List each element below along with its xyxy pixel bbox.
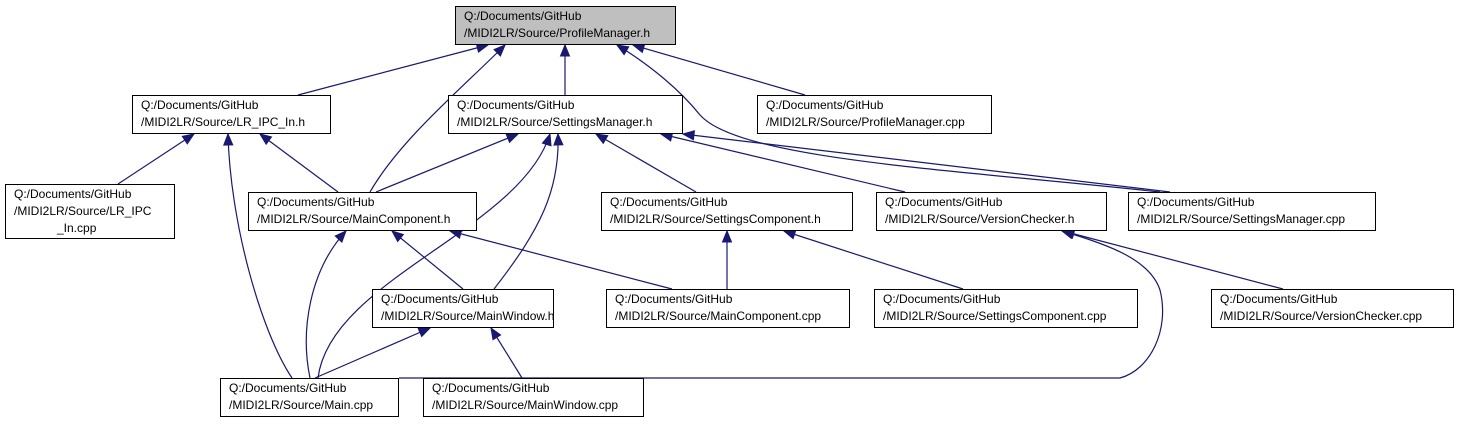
node-line: /MIDI2LR/Source/ProfileManager.cpp [766, 115, 965, 129]
dependency-edge [682, 133, 1171, 193]
dependency-edge [317, 133, 551, 379]
dependency-edge [314, 327, 431, 379]
node-maincomponent-h[interactable]: Q:/Documents/GitHub /MIDI2LR/Source/Main… [248, 192, 477, 231]
node-line: /MIDI2LR/Source/SettingsManager.h [457, 115, 653, 129]
dependency-edge [369, 44, 506, 193]
arrowhead-icon [490, 326, 502, 341]
node-line: Q:/Documents/GitHub [457, 98, 575, 112]
arrowhead-icon [721, 229, 733, 243]
node-line: Q:/Documents/GitHub [229, 381, 347, 395]
node-line: /MIDI2LR/Source/ProfileManager.h [464, 26, 651, 40]
dependency-edge [117, 133, 195, 185]
node-line: /MIDI2LR/Source/SettingsComponent.h [610, 212, 821, 226]
arrowhead-icon [681, 130, 696, 141]
node-line: /MIDI2LR/Source/VersionChecker.cpp [1220, 309, 1423, 323]
node-line: Q:/Documents/GitHub [14, 187, 132, 201]
node-line: Q:/Documents/GitHub [464, 9, 582, 23]
arrowhead-icon [615, 44, 630, 56]
arrowhead-icon [258, 133, 273, 146]
dependency-edge [616, 44, 1161, 193]
node-line: /MIDI2LR/Source/MainWindow.cpp [432, 398, 619, 412]
node-main-cpp[interactable]: Q:/Documents/GitHub /MIDI2LR/Source/Main… [220, 378, 399, 417]
node-line: Q:/Documents/GitHub [257, 195, 375, 209]
node-line: /MIDI2LR/Source/VersionChecker.h [885, 212, 1075, 226]
node-line: Q:/Documents/GitHub [1137, 195, 1255, 209]
node-lr-ipc-in-cpp[interactable]: Q:/Documents/GitHub /MIDI2LR/Source/LR_I… [5, 184, 175, 239]
node-versionchecker-h[interactable]: Q:/Documents/GitHub /MIDI2LR/Source/Vers… [876, 192, 1107, 231]
node-profilemanager-cpp[interactable]: Q:/Documents/GitHub /MIDI2LR/Source/Prof… [757, 95, 992, 134]
arrowhead-icon [631, 43, 646, 54]
arrowhead-icon [553, 132, 564, 146]
node-line: Q:/Documents/GitHub [883, 292, 1001, 306]
dependency-edge [399, 230, 1164, 379]
arrowhead-icon [390, 230, 405, 243]
node-settingsmanager-cpp[interactable]: Q:/Documents/GitHub /MIDI2LR/Source/Sett… [1128, 192, 1376, 231]
node-mainwindow-h[interactable]: Q:/Documents/GitHub /MIDI2LR/Source/Main… [372, 289, 554, 328]
node-line: /MIDI2LR/Source/MainComponent.h [257, 212, 451, 226]
arrowhead-icon [559, 43, 571, 57]
node-mainwindow-cpp[interactable]: Q:/Documents/GitHub /MIDI2LR/Source/Main… [423, 378, 644, 417]
node-line: /MIDI2LR/Source/MainComponent.cpp [615, 309, 822, 323]
node-line: /MIDI2LR/Source/MainWindow.h [381, 309, 555, 323]
node-line: /MIDI2LR/Source/LR_IPC [14, 204, 152, 218]
node-line: Q:/Documents/GitHub [615, 292, 733, 306]
node-versionchecker-cpp[interactable]: Q:/Documents/GitHub /MIDI2LR/Source/Vers… [1211, 289, 1454, 328]
arrowhead-icon [334, 230, 347, 244]
arrowhead-icon [223, 132, 234, 146]
dependency-edge [391, 230, 464, 290]
node-profilemanager-h: Q:/Documents/GitHub /MIDI2LR/Source/Prof… [455, 6, 676, 45]
dependency-edge [259, 133, 339, 193]
node-line: /MIDI2LR/Source/SettingsManager.cpp [1137, 212, 1346, 226]
dependency-edge [632, 44, 806, 96]
arrowhead-icon [493, 44, 506, 57]
node-settingscomponent-h[interactable]: Q:/Documents/GitHub /MIDI2LR/Source/Sett… [601, 192, 853, 231]
node-line: /MIDI2LR/Source/LR_IPC_In.h [141, 115, 306, 129]
node-line: Q:/Documents/GitHub [885, 195, 1003, 209]
node-settingscomponent-cpp[interactable]: Q:/Documents/GitHub /MIDI2LR/Source/Sett… [874, 289, 1138, 328]
dependency-edge [660, 133, 906, 193]
node-line: Q:/Documents/GitHub [610, 195, 728, 209]
node-line: Q:/Documents/GitHub [141, 98, 259, 112]
node-line: Q:/Documents/GitHub [432, 381, 550, 395]
dependency-edge [227, 133, 293, 379]
node-line: Q:/Documents/GitHub [1220, 292, 1338, 306]
node-line: _In.cpp [57, 221, 97, 235]
arrowhead-icon [505, 133, 520, 144]
node-line: Q:/Documents/GitHub [766, 98, 884, 112]
dependency-edge [449, 230, 673, 290]
dependency-edge [297, 44, 489, 96]
dependency-edge [783, 230, 964, 290]
arrowhead-icon [782, 229, 797, 240]
dependency-edge [493, 133, 559, 290]
node-lr-ipc-in-h[interactable]: Q:/Documents/GitHub /MIDI2LR/Source/LR_I… [132, 95, 331, 134]
arrowhead-icon [541, 132, 552, 147]
arrowhead-icon [594, 133, 609, 145]
arrowhead-icon [417, 327, 432, 338]
arrowhead-icon [181, 133, 196, 145]
dependency-edge [1062, 230, 1284, 290]
dependency-edge [305, 230, 347, 379]
dependency-edge [375, 133, 519, 193]
node-line: Q:/Documents/GitHub [381, 292, 499, 306]
node-maincomponent-cpp[interactable]: Q:/Documents/GitHub /MIDI2LR/Source/Main… [606, 289, 850, 328]
dependency-edge [595, 133, 697, 193]
node-settingsmanager-h[interactable]: Q:/Documents/GitHub /MIDI2LR/Source/Sett… [448, 95, 683, 134]
node-line: /MIDI2LR/Source/SettingsComponent.cpp [883, 309, 1107, 323]
node-line: /MIDI2LR/Source/Main.cpp [229, 398, 374, 412]
